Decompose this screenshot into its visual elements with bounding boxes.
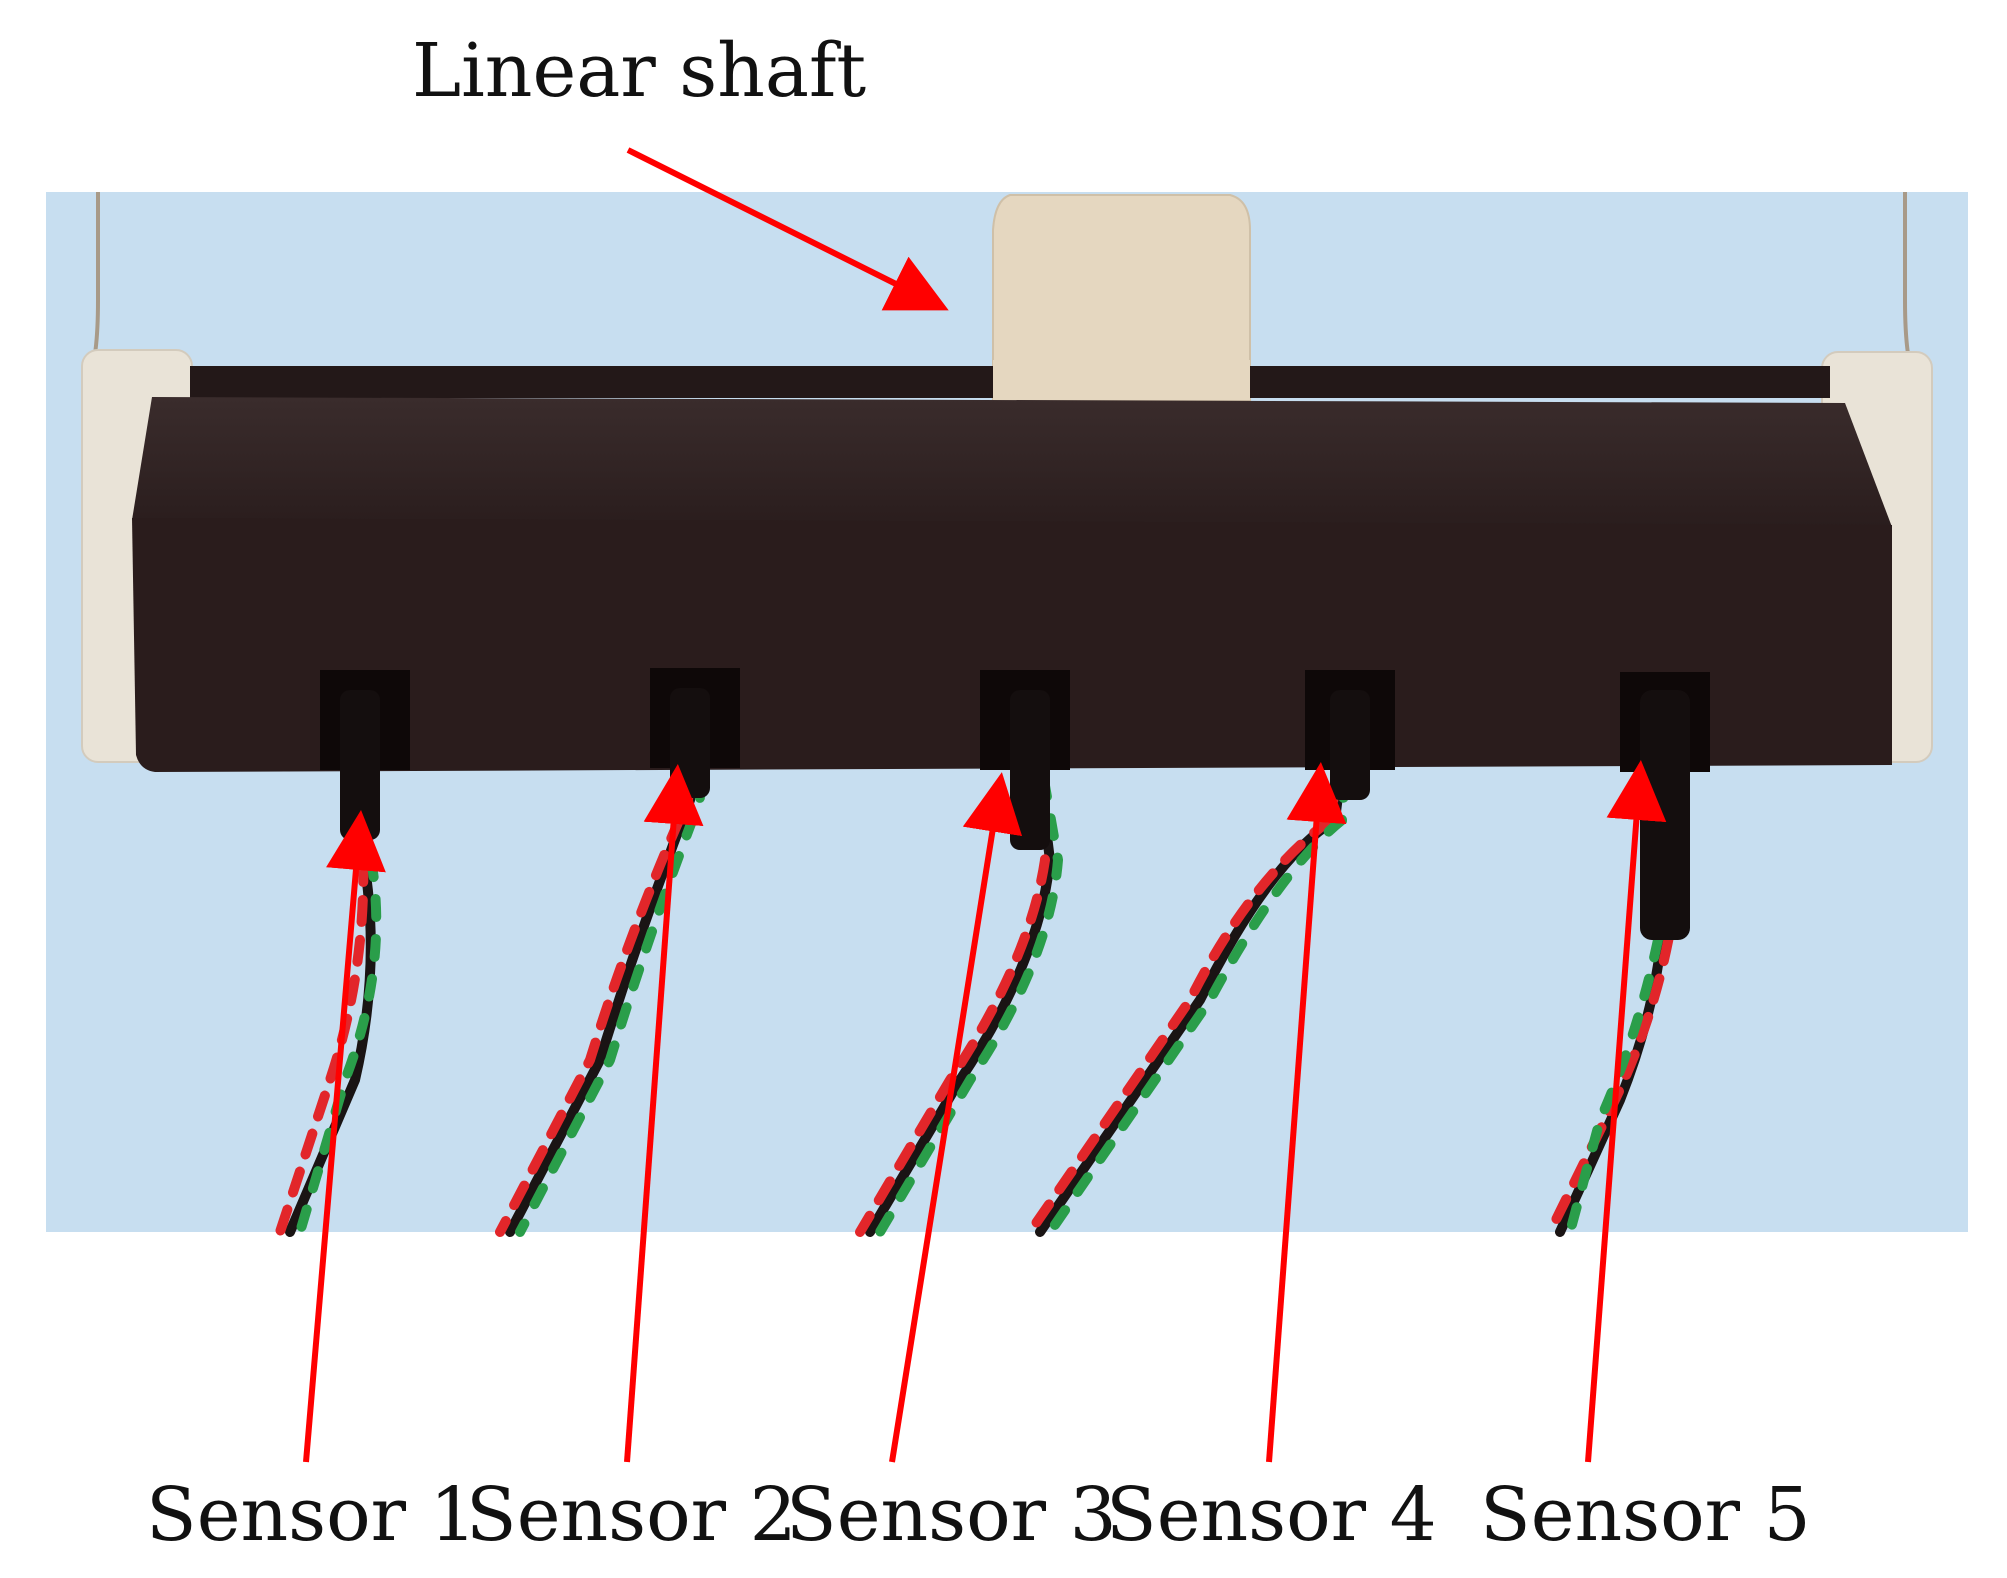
sensor-1-label: Sensor 1 <box>146 1472 477 1558</box>
arrow-sensor-5 <box>1585 760 1667 1463</box>
arrow-sensor-1 <box>303 810 386 1463</box>
linear-shaft-base <box>993 360 1250 400</box>
sensor-3-label: Sensor 3 <box>786 1472 1117 1558</box>
housing-top-face <box>132 397 1892 527</box>
sensor-4-label: Sensor 4 <box>1106 1472 1437 1558</box>
arrow-sensor-3 <box>889 772 1023 1463</box>
arrow-sensor-2 <box>624 764 704 1463</box>
arrow-sensor-4 <box>1266 762 1347 1463</box>
sensor-2-label: Sensor 2 <box>466 1472 797 1558</box>
linear-shaft-label: Linear shaft <box>412 28 867 114</box>
annotation-arrows <box>303 147 1667 1463</box>
housing-front-face <box>132 518 1892 772</box>
arrow-linear-shaft <box>626 147 949 311</box>
sensor-5-label: Sensor 5 <box>1480 1472 1811 1558</box>
